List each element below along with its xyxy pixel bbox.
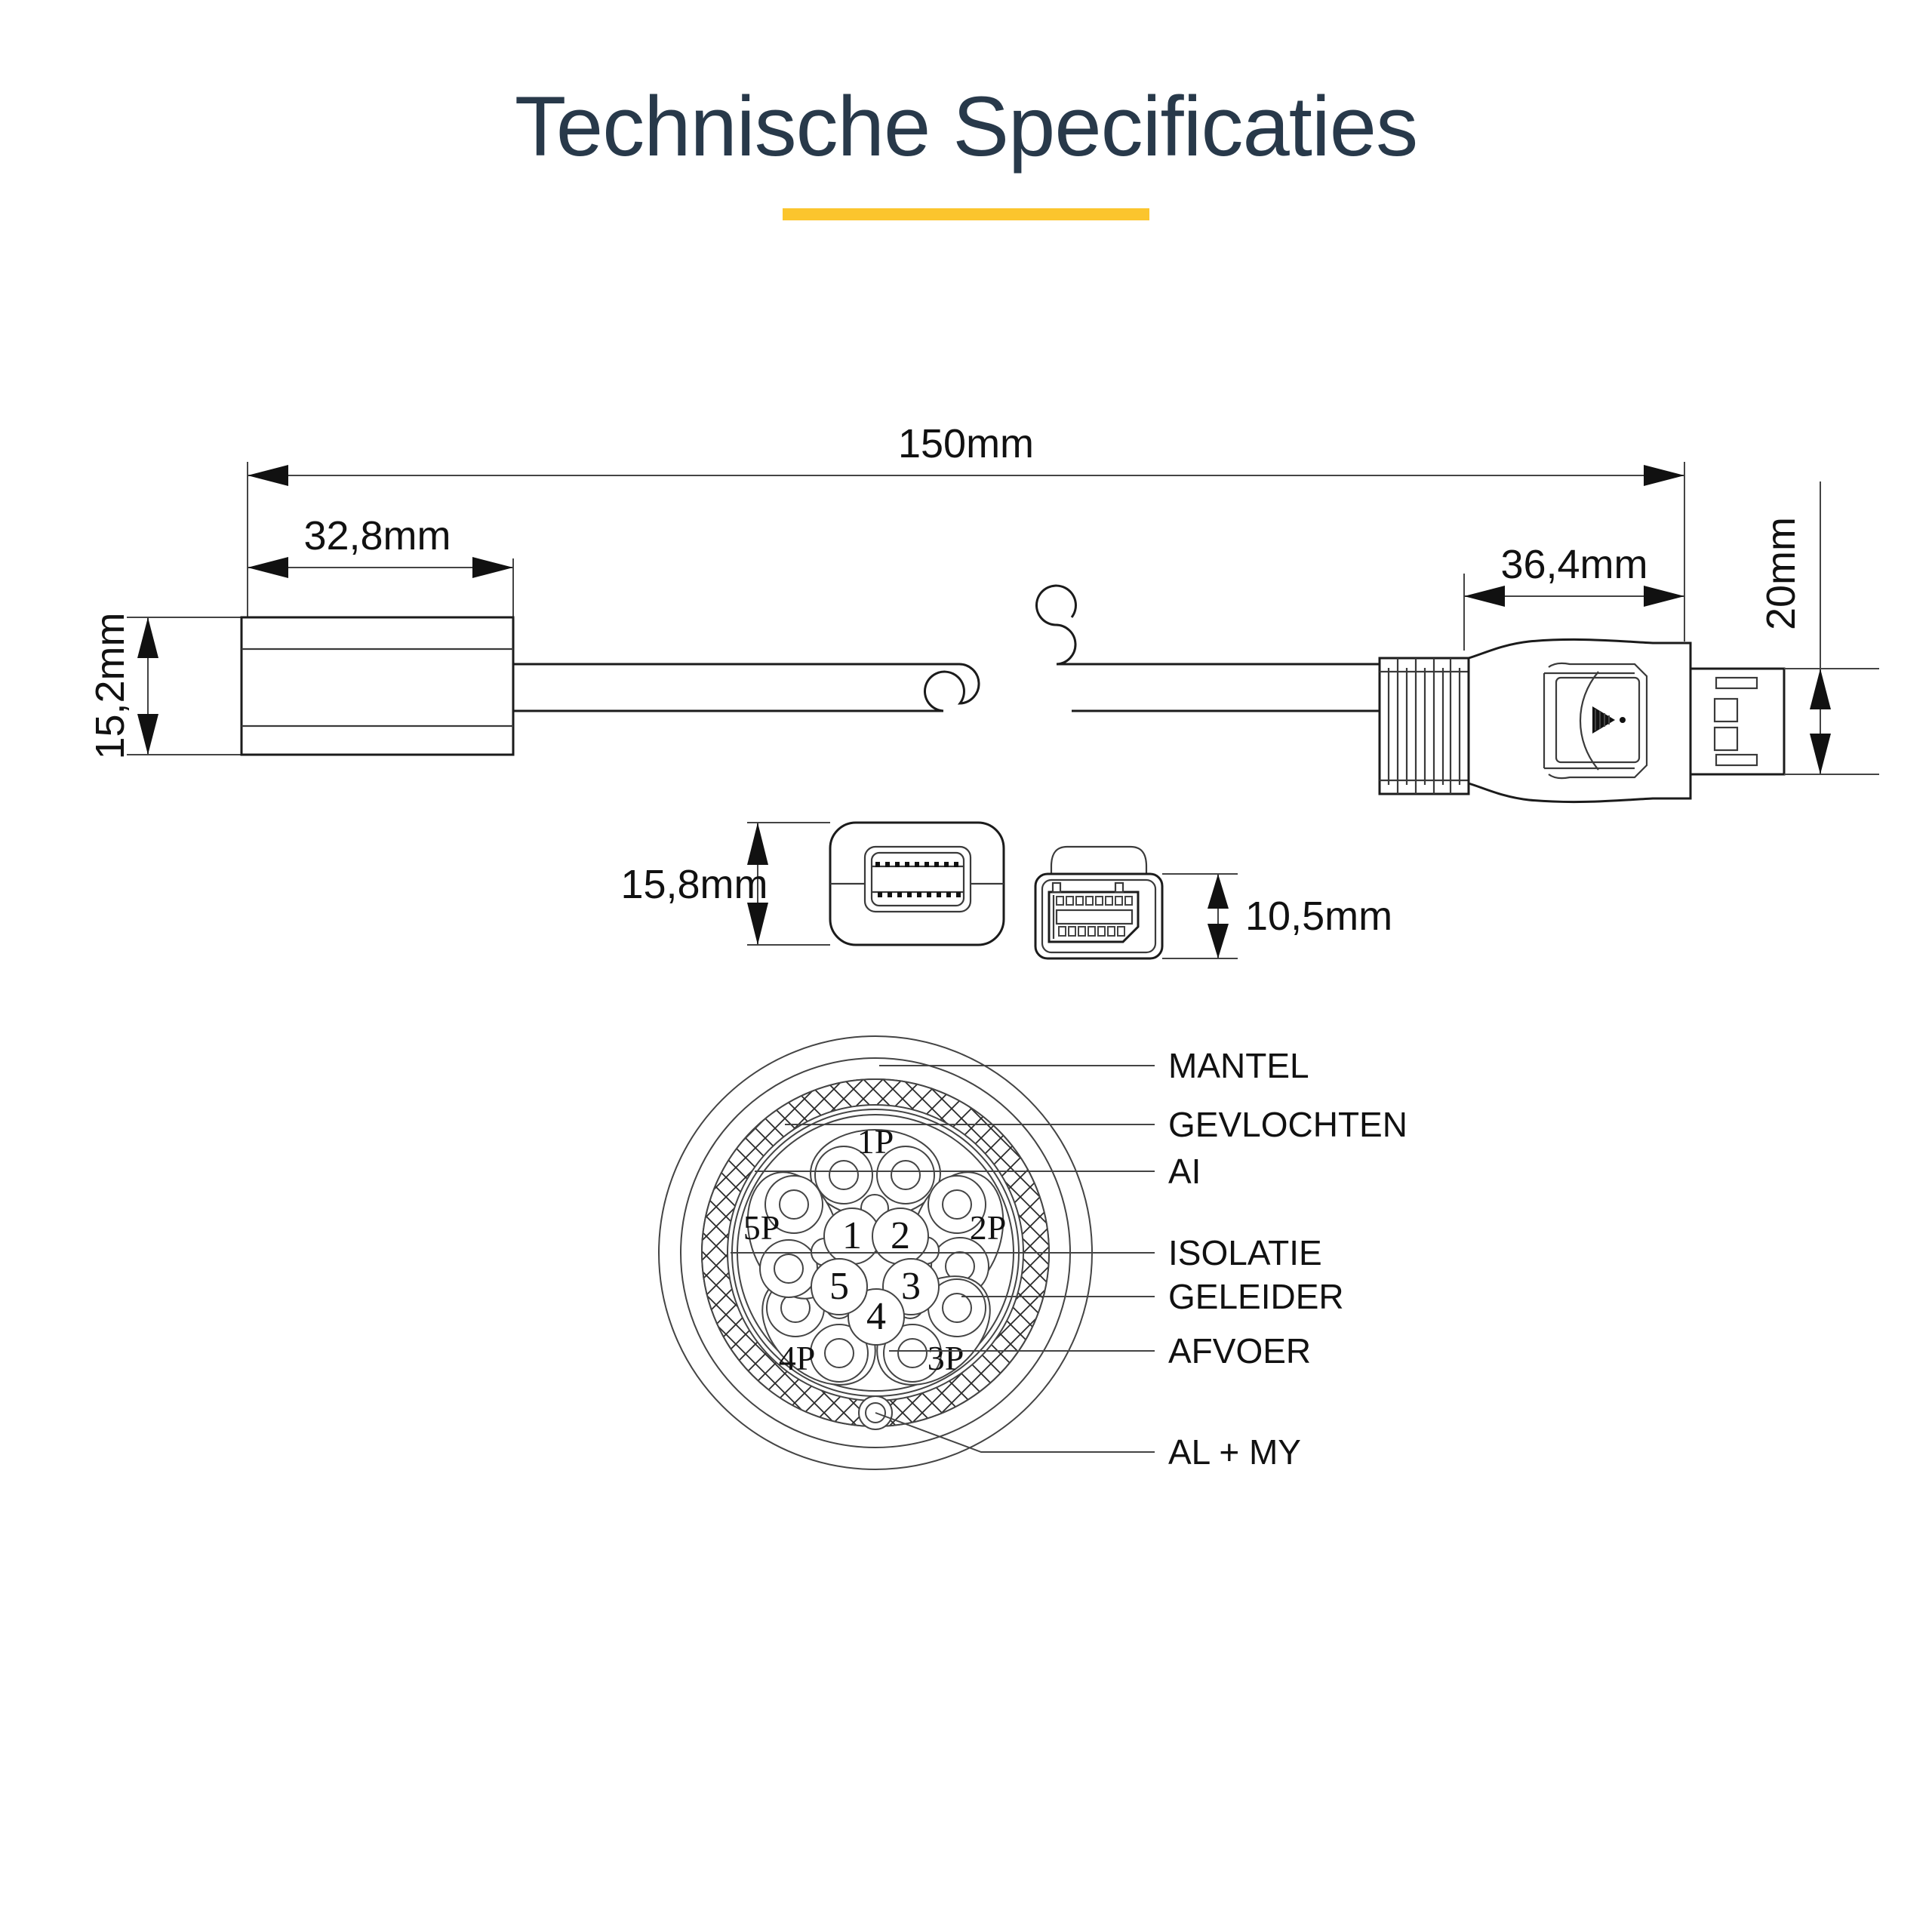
displayport-connector — [1467, 638, 1786, 804]
pair-label-1P: 1P — [857, 1122, 894, 1161]
dimension-label-right-connector-length: 36,4mm — [1500, 542, 1647, 587]
dimension-label-right-connector-height: 20mm — [1758, 517, 1804, 630]
callout-gevlochten: GEVLOCHTEN — [785, 1105, 1407, 1144]
pair-label-2P: 2P — [970, 1208, 1007, 1247]
callout-geleider: GELEIDER — [961, 1277, 1344, 1316]
mini-dp-pin-row-top — [875, 862, 958, 867]
pair-label-4P: 4P — [779, 1339, 816, 1377]
cable-cross-section: 1P 2P 3P — [649, 1026, 1407, 1479]
callout-mantel: MANTEL — [879, 1046, 1309, 1085]
dimension-mini-dp-end-height: 10,5mm — [1162, 873, 1392, 959]
callout-label-isolatie: ISOLATIE — [1168, 1233, 1322, 1272]
conductor-label-4: 4 — [866, 1295, 886, 1338]
page-title: Technische Specificaties — [514, 79, 1418, 174]
left-adapter-body — [240, 616, 515, 756]
callout-al-my: AL + MY — [875, 1412, 1301, 1472]
callout-label-geleider: GELEIDER — [1168, 1277, 1344, 1316]
title-accent-rule — [783, 208, 1149, 220]
dimension-right-connector-height: 20mm — [1758, 481, 1879, 775]
dimension-right-connector-length: 36,4mm — [1463, 475, 1685, 651]
conductor-label-5: 5 — [829, 1265, 849, 1308]
dimension-overall-length: 150mm — [247, 421, 1685, 641]
mini-dp-end-pin-row-top — [1056, 896, 1133, 906]
conductor-label-1: 1 — [842, 1214, 862, 1257]
displayport-logo-icon — [1592, 706, 1626, 734]
pair-label-5P: 5P — [743, 1208, 780, 1247]
strain-relief — [1378, 657, 1470, 795]
callout-label-mantel: MANTEL — [1168, 1046, 1309, 1085]
callout-label-al-my: AL + MY — [1168, 1432, 1301, 1472]
mini-dp-end-view — [1034, 845, 1164, 960]
cable-left-segment — [513, 663, 980, 712]
pair-label-3P: 3P — [928, 1339, 964, 1377]
twisted-pair-1P: 1P — [810, 1122, 941, 1223]
dimension-mini-dp-face-height: 15,8mm — [620, 822, 830, 946]
cable-right-segment — [1035, 584, 1380, 712]
dimension-label-left-body-length: 32,8mm — [303, 513, 451, 558]
top-assembly-view: 150mm 32,8mm 15,2mm — [88, 421, 1879, 804]
callout-label-ai: AI — [1168, 1152, 1201, 1191]
callout-ai: AI — [755, 1152, 1201, 1191]
mini-dp-front-view — [829, 821, 1005, 946]
twisted-pair-5P: 5P — [743, 1171, 841, 1300]
callout-label-gevlochten: GEVLOCHTEN — [1168, 1105, 1407, 1144]
callout-label-afvoer: AFVOER — [1168, 1331, 1311, 1371]
dimension-label-mini-dp-face-height: 15,8mm — [620, 862, 768, 907]
dimension-label-left-body-height: 15,2mm — [88, 612, 133, 759]
conductor-label-2: 2 — [891, 1214, 910, 1257]
center-conductors: 1 2 3 4 5 — [811, 1208, 940, 1346]
mini-dp-end-pin-row-bottom — [1058, 926, 1125, 937]
mini-dp-pin-row-bottom — [878, 892, 961, 897]
callout-afvoer: AFVOER — [889, 1331, 1311, 1371]
dimension-left-body-height: 15,2mm — [88, 612, 242, 760]
mini-dp-detail-views: 15,8mm — [620, 821, 1392, 960]
dimension-left-body-length: 32,8mm — [247, 513, 514, 626]
title-block: Technische Specificaties — [0, 85, 1932, 220]
dimension-label-mini-dp-end-height: 10,5mm — [1245, 894, 1392, 939]
conductor-label-3: 3 — [901, 1265, 921, 1308]
callout-isolatie: ISOLATIE — [731, 1233, 1322, 1272]
dimension-label-overall-length: 150mm — [898, 421, 1034, 466]
